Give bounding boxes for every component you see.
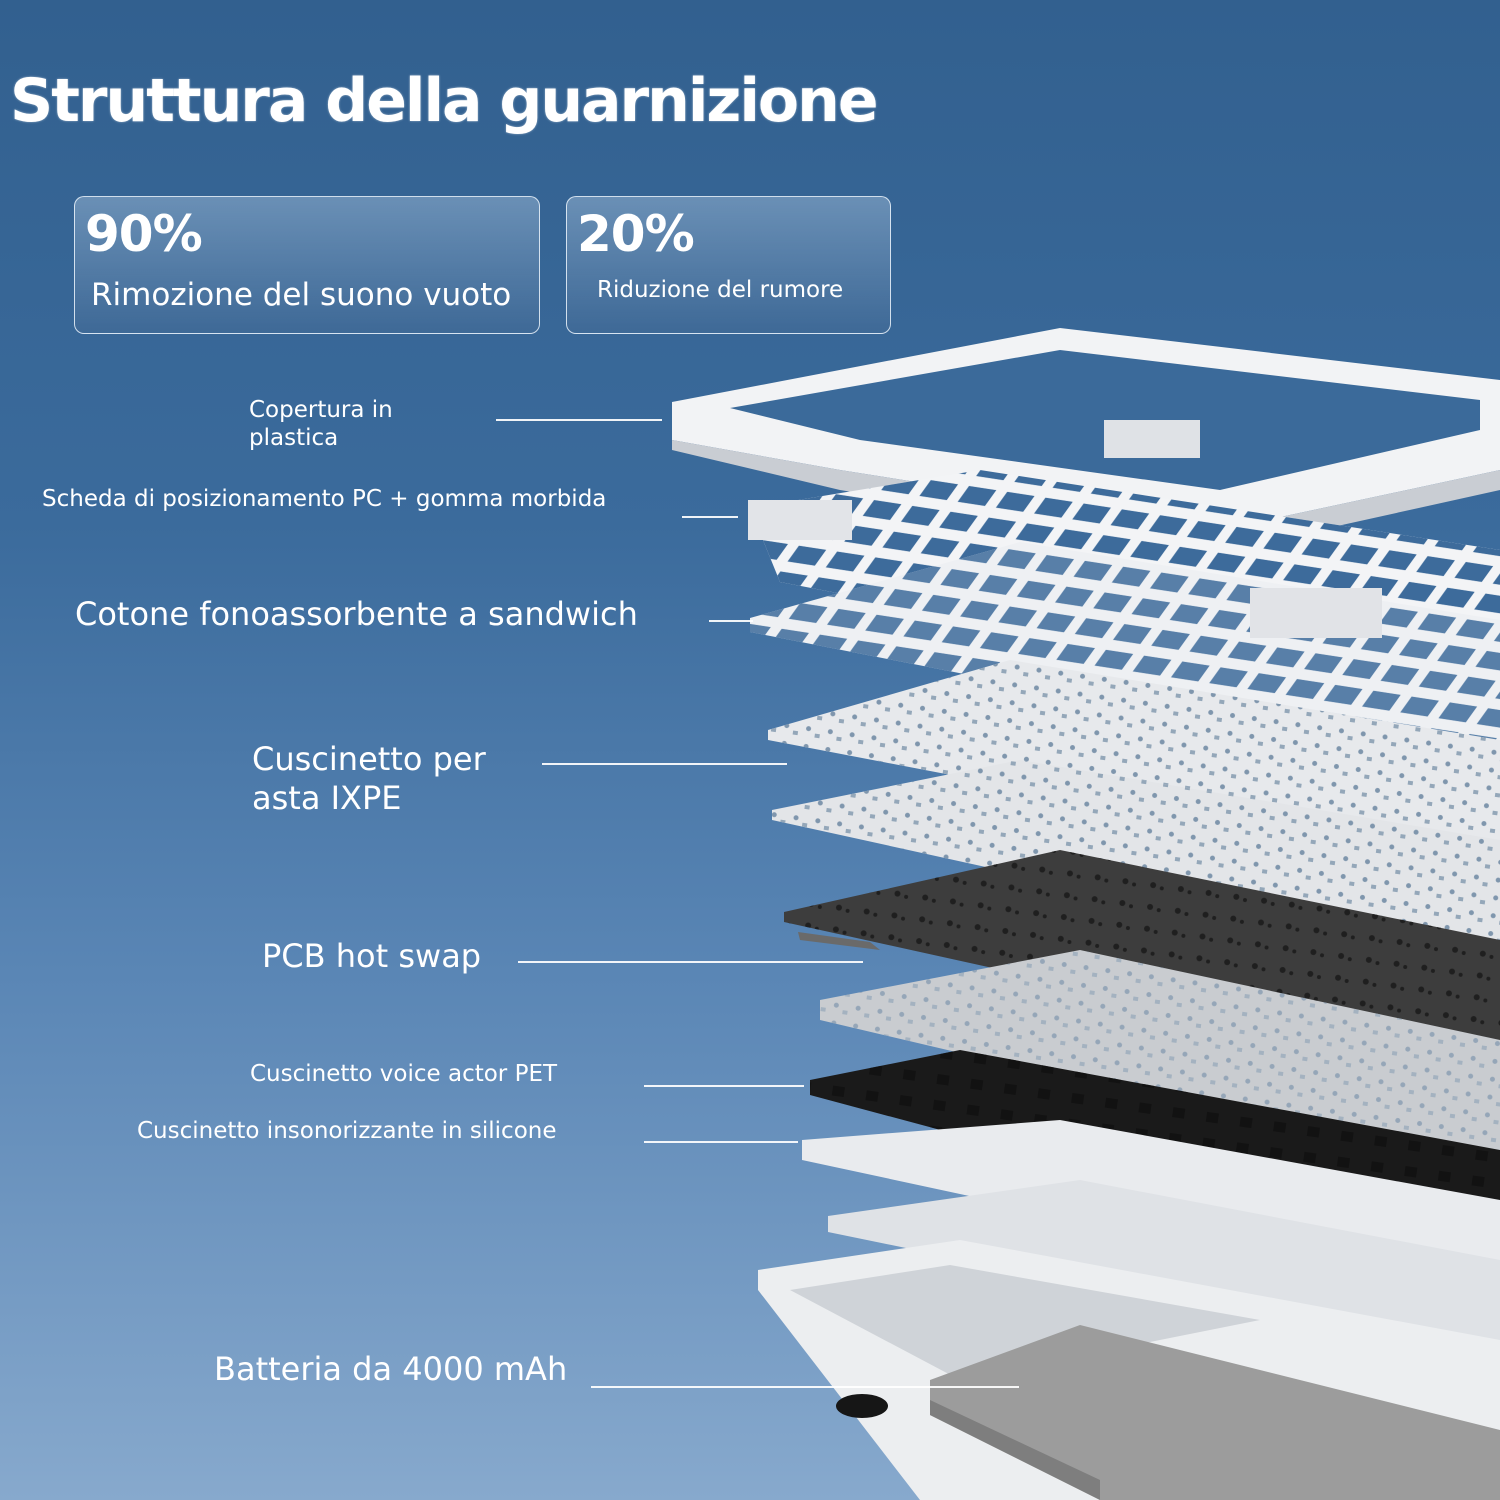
label-ixpe-pad: Cuscinetto per asta IXPE <box>252 740 486 818</box>
label-pet-pad: Cuscinetto voice actor PET <box>250 1061 558 1087</box>
label-battery: Batteria da 4000 mAh <box>214 1350 568 1388</box>
label-pc-positioning-board: Scheda di posizionamento PC + gomma morb… <box>42 486 607 512</box>
stat-card-noise-reduction: 20% Riduzione del rumore <box>566 196 891 334</box>
label-silicone-pad: Cuscinetto insonorizzante in silicone <box>137 1118 557 1144</box>
rubber-foot-icon <box>836 1394 888 1418</box>
stat-value: 90% <box>85 205 203 263</box>
leader-line <box>709 620 753 622</box>
keyboard-exploded-view <box>672 328 1500 1500</box>
plastic-cover-layer <box>672 328 1500 552</box>
sandwich-cotton-layer <box>750 542 1500 760</box>
leader-line <box>591 1386 1019 1388</box>
stat-value: 20% <box>577 205 695 263</box>
label-sandwich-cotton: Cotone fonoassorbente a sandwich <box>75 595 638 633</box>
stat-card-hollow-sound: 90% Rimozione del suono vuoto <box>74 196 540 334</box>
leader-line <box>682 516 738 518</box>
leader-line <box>644 1085 804 1087</box>
label-plastic-cover: Copertura in plastica <box>249 397 393 452</box>
leader-line <box>496 419 662 421</box>
leader-line <box>518 961 863 963</box>
label-pcb-hot-swap: PCB hot swap <box>262 937 482 975</box>
stat-label: Riduzione del rumore <box>597 277 844 303</box>
leader-line <box>644 1141 798 1143</box>
battery-layer <box>930 1325 1500 1500</box>
leader-line <box>542 763 787 765</box>
stat-label: Rimozione del suono vuoto <box>91 277 512 313</box>
page-title: Struttura della guarnizione <box>10 66 879 136</box>
